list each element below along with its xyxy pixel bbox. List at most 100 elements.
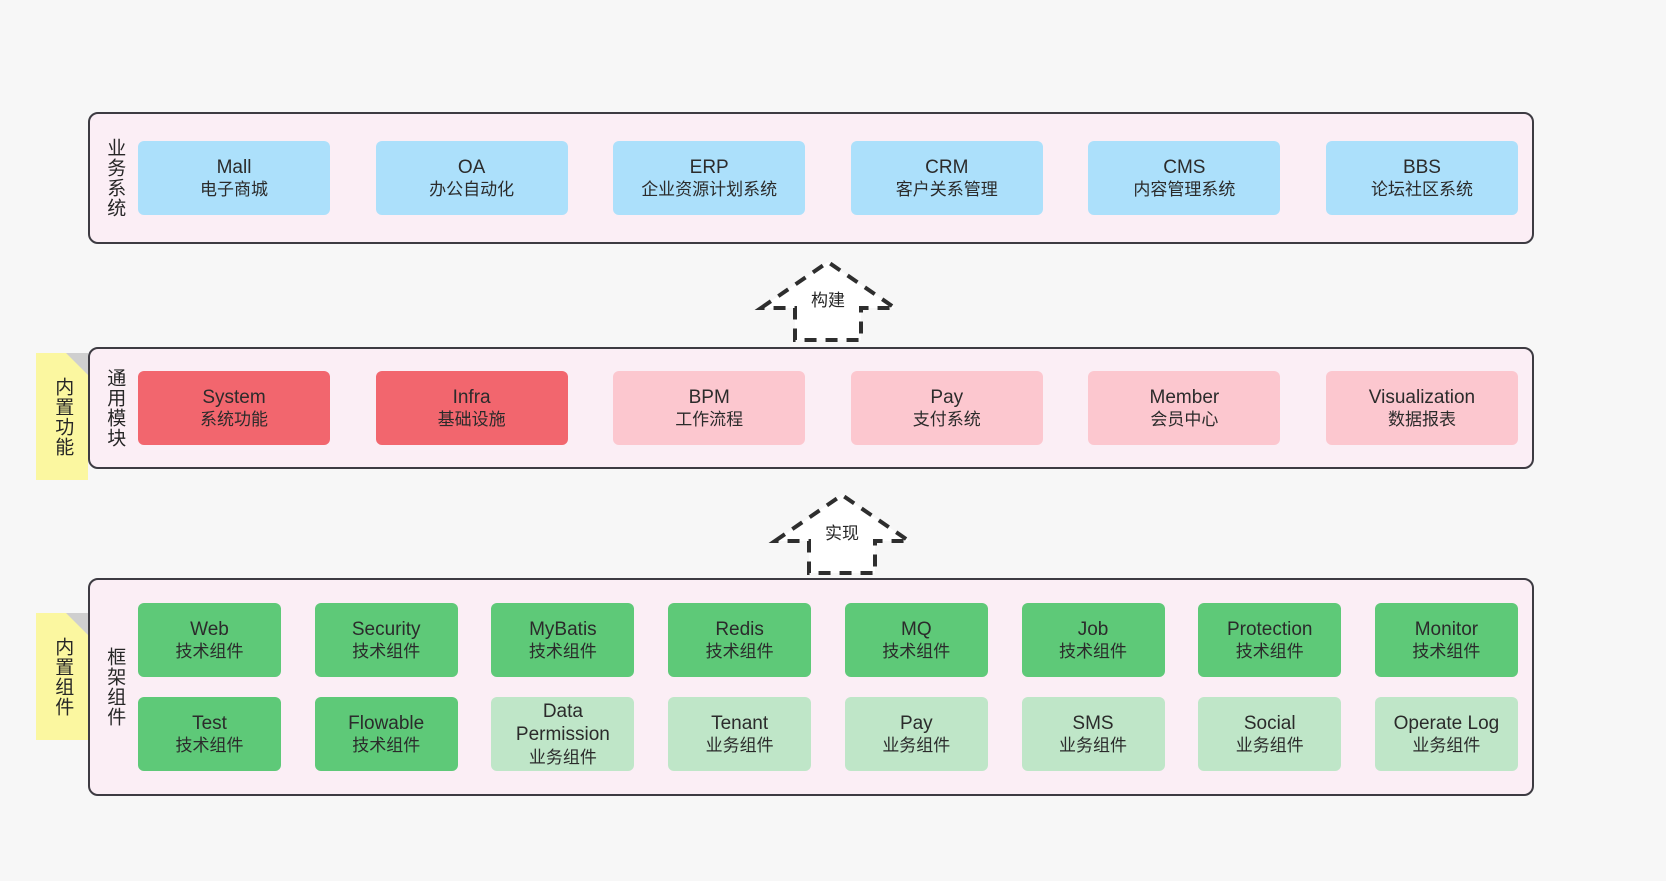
card-subtitle: 业务组件: [1412, 736, 1481, 756]
card-subtitle: 技术组件: [705, 642, 774, 662]
card-title: BBS: [1402, 156, 1441, 178]
card-title: Job: [1077, 618, 1109, 640]
builtin-components-note: 内置组件: [36, 613, 88, 740]
card-title: ERP: [689, 156, 729, 178]
note-fold-corner-icon: [66, 613, 88, 635]
card-title: MQ: [901, 618, 932, 640]
card-subtitle: 办公自动化: [429, 180, 515, 200]
card-subtitle: 业务组件: [882, 736, 951, 756]
card-title: Pay: [899, 712, 933, 734]
card-title: Mall: [216, 156, 252, 178]
card-title: Data Permission: [515, 700, 610, 746]
card-title: Tenant: [711, 712, 769, 734]
card-title: System: [202, 386, 266, 408]
card-subtitle: 企业资源计划系统: [641, 180, 778, 200]
card-subtitle: 工作流程: [675, 410, 744, 430]
card-subtitle: 技术组件: [175, 642, 244, 662]
card-title: BPM: [688, 386, 730, 408]
card-title: Member: [1149, 386, 1220, 408]
card-subtitle: 技术组件: [882, 642, 951, 662]
implement-arrow: 实现: [768, 491, 916, 577]
note-fold-corner-icon: [66, 353, 88, 375]
card-subtitle: 业务组件: [1235, 736, 1304, 756]
build-arrow: 构建: [754, 258, 902, 344]
card-title: Pay: [930, 386, 964, 408]
card-subtitle: 技术组件: [528, 642, 597, 662]
card-title: CRM: [925, 156, 969, 178]
card-subtitle: 会员中心: [1150, 410, 1219, 430]
card-subtitle: 业务组件: [705, 736, 774, 756]
card-title: Infra: [452, 386, 491, 408]
card-subtitle: 技术组件: [1059, 642, 1128, 662]
card-subtitle: 内容管理系统: [1133, 180, 1236, 200]
build-arrow-label: 构建: [811, 291, 845, 310]
card-subtitle: 技术组件: [1235, 642, 1304, 662]
builtin-features-note-label: 内置功能: [52, 376, 74, 457]
card-title: Social: [1243, 712, 1296, 734]
card-subtitle: 技术组件: [352, 642, 421, 662]
implement-arrow-label: 实现: [825, 524, 859, 543]
card-title: Test: [192, 712, 227, 734]
card-title: SMS: [1072, 712, 1114, 734]
builtin-components-note-label: 内置组件: [52, 636, 74, 717]
card-title: Web: [190, 618, 229, 640]
common-modules-title: 通用模块: [104, 368, 126, 448]
card-subtitle: 业务组件: [528, 748, 597, 768]
card-title: MyBatis: [529, 618, 597, 640]
card-title: Flowable: [348, 712, 425, 734]
card-subtitle: 技术组件: [175, 736, 244, 756]
card-subtitle: 技术组件: [352, 736, 421, 756]
card-subtitle: 数据报表: [1387, 410, 1456, 430]
card-title: CMS: [1163, 156, 1206, 178]
card-title: Redis: [715, 618, 764, 640]
card-subtitle: 系统功能: [200, 410, 268, 430]
card-subtitle: 论坛社区系统: [1370, 180, 1473, 200]
card-subtitle: 基础设施: [437, 410, 506, 430]
business-systems-title: 业务系统: [104, 138, 126, 218]
card-subtitle: 业务组件: [1059, 736, 1128, 756]
card-title: OA: [457, 156, 486, 178]
card-title: Operate Log: [1393, 712, 1500, 734]
builtin-features-note: 内置功能: [36, 353, 88, 480]
card-title: Security: [351, 618, 421, 640]
card-subtitle: 支付系统: [912, 410, 981, 430]
